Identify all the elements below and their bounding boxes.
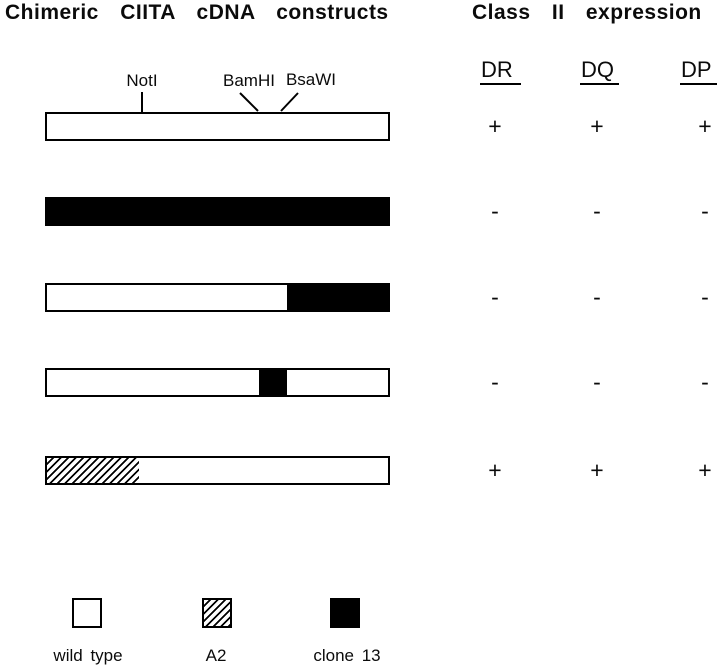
expression-mark: - [701, 284, 709, 310]
construct-bar-3 [45, 283, 390, 312]
legend-swatch-wild-type [72, 598, 102, 628]
expression-mark: - [593, 369, 601, 395]
expression-mark: + [698, 457, 712, 483]
construct-bar-1 [45, 112, 390, 141]
expression-mark: - [491, 369, 499, 395]
construct-segment-white [286, 370, 388, 395]
expression-mark: - [593, 198, 601, 224]
expression-mark: - [701, 198, 709, 224]
construct-bar-4 [45, 368, 390, 397]
expression-mark: - [593, 284, 601, 310]
construct-segment-black [259, 370, 287, 395]
legend-swatch-clone-13 [330, 598, 360, 628]
construct-segment-black [287, 285, 388, 310]
legend-label-clone-13: clone 13 [313, 646, 381, 665]
expression-mark: - [701, 369, 709, 395]
legend-swatch-a2 [202, 598, 232, 628]
restriction-site-label-bamHI: BamHI [223, 71, 275, 90]
construct-bar-5 [45, 456, 390, 485]
construct-segment-white [47, 114, 388, 139]
construct-bar-2 [45, 197, 390, 226]
bsaWI-pointer-line [280, 92, 299, 112]
construct-segment-white [47, 285, 288, 310]
expression-mark: + [590, 457, 604, 483]
construct-segment-black [47, 199, 388, 224]
figure-title-constructs: Chimeric CIITA cDNA constructs [5, 1, 389, 24]
expression-mark: + [590, 113, 604, 139]
expression-mark: - [491, 198, 499, 224]
construct-segment-white [47, 370, 260, 395]
legend-label-a2: A2 [205, 646, 227, 665]
bamHI-pointer-line [239, 92, 259, 112]
construct-segment-white [139, 458, 388, 483]
restriction-site-label-bsaWI: BsaWI [285, 70, 337, 89]
column-header-dp: DP [680, 58, 717, 85]
restriction-site-label-notI: NotI [126, 71, 158, 90]
expression-mark: - [491, 284, 499, 310]
legend-label-wild-type: wild type [53, 646, 123, 665]
construct-segment-hatch [47, 458, 140, 483]
column-header-dq: DQ [580, 58, 619, 85]
expression-mark: + [488, 457, 502, 483]
expression-mark: + [698, 113, 712, 139]
expression-mark: + [488, 113, 502, 139]
column-header-dr: DR [480, 58, 521, 85]
figure-title-expression: Class II expression [472, 1, 702, 24]
